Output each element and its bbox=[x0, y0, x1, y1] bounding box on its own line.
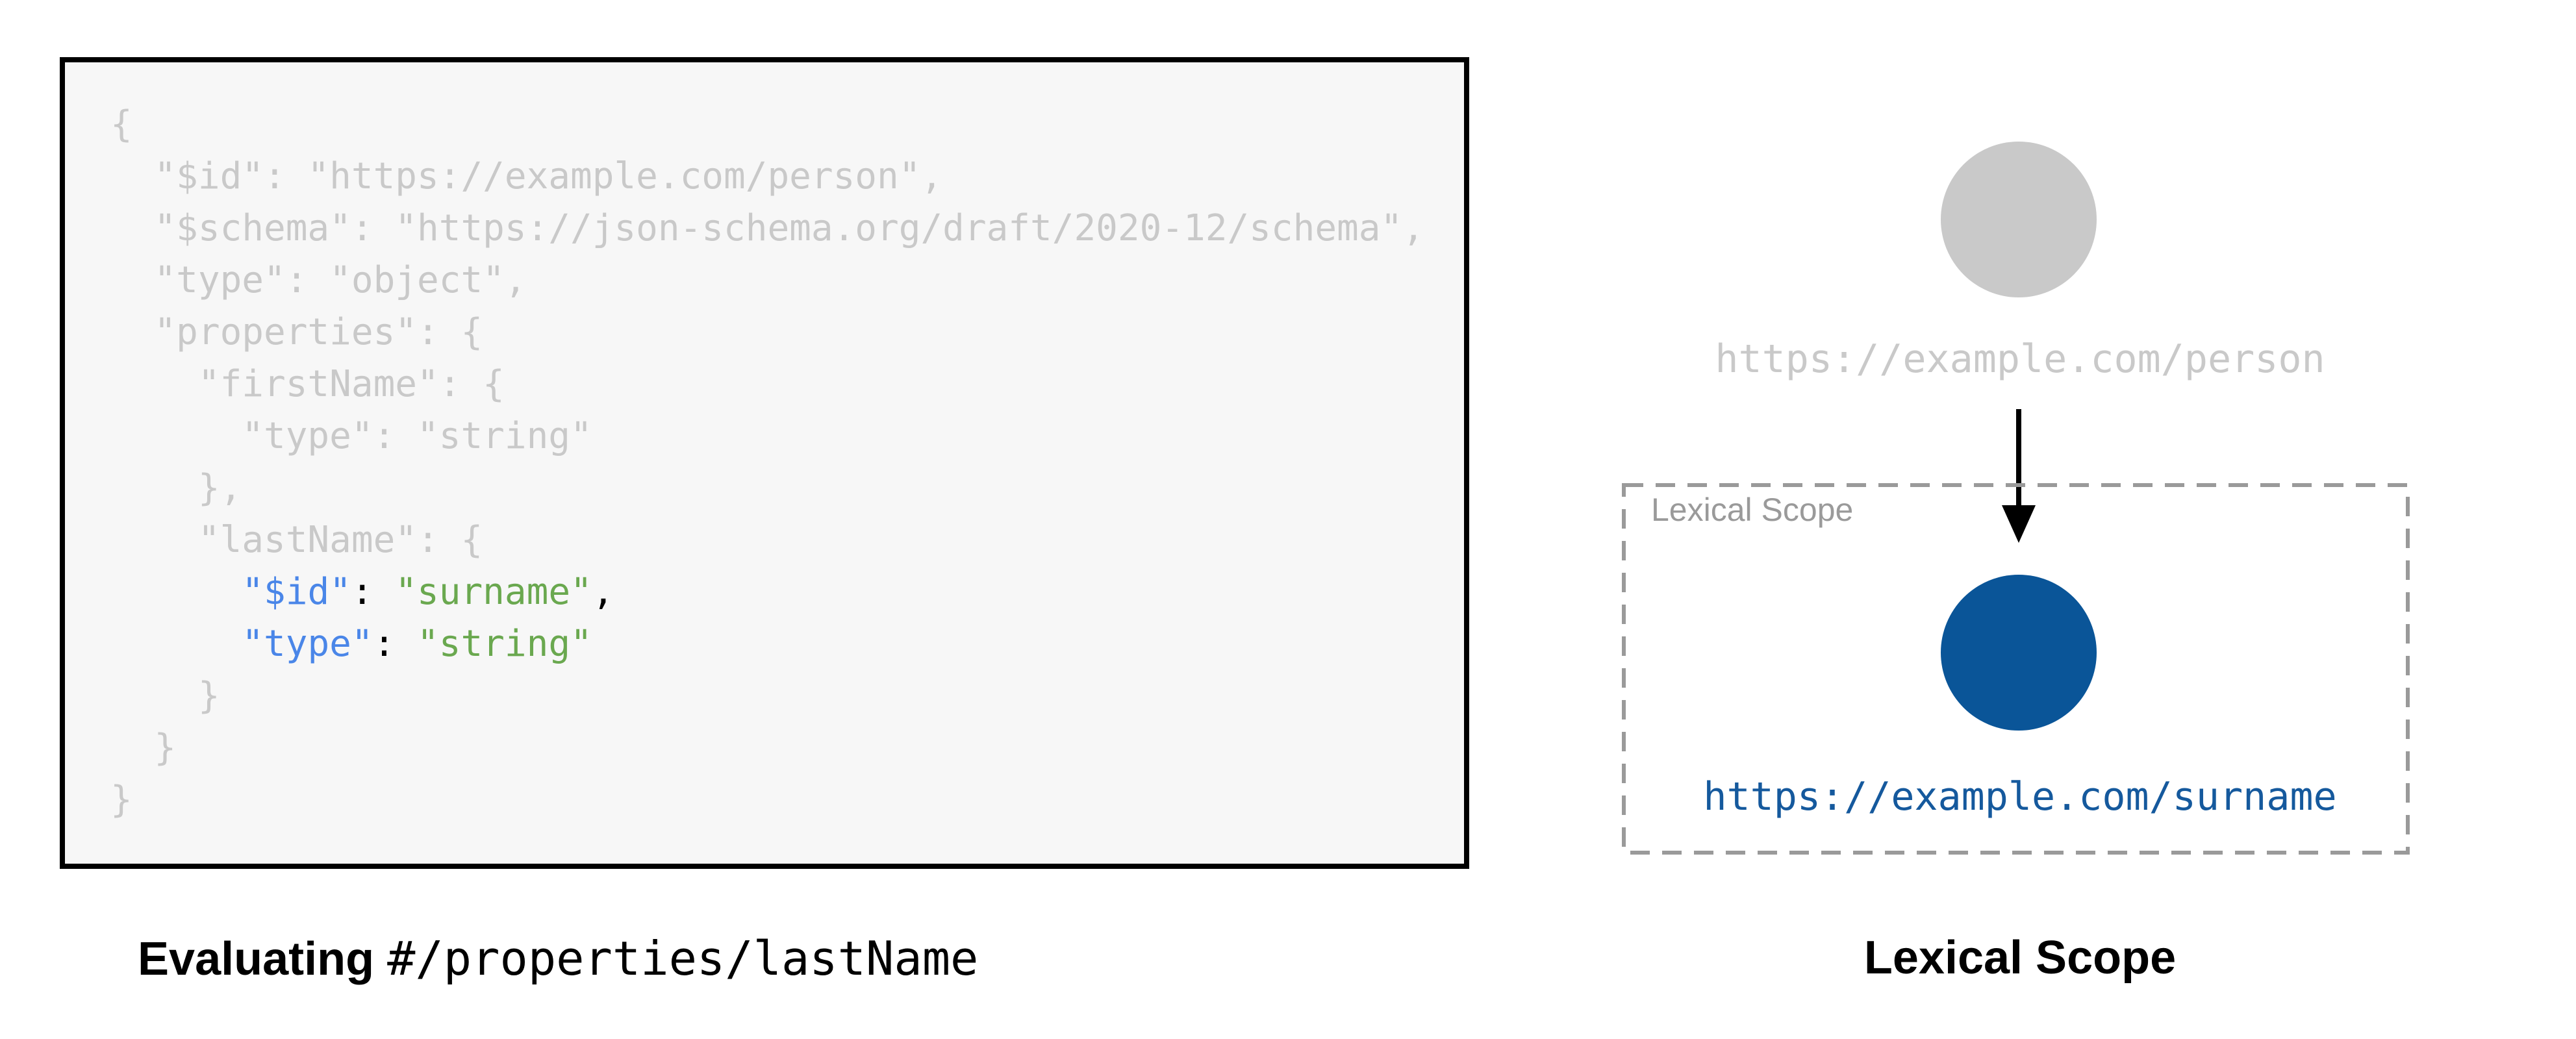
code-token-muted: } bbox=[110, 779, 133, 821]
code-token-muted: "firstName": { bbox=[110, 363, 505, 405]
code-line: } bbox=[110, 722, 1464, 774]
code-token-plain: , bbox=[592, 571, 614, 613]
code-line: "lastName": { bbox=[110, 514, 1464, 566]
child-schema-circle bbox=[1941, 575, 2097, 731]
code-line: "firstName": { bbox=[110, 358, 1464, 410]
code-token-plain: : bbox=[373, 623, 418, 665]
code-token-muted: "type": "object", bbox=[110, 259, 527, 301]
code-token-muted: "lastName": { bbox=[110, 519, 483, 561]
code-token-str: "surname" bbox=[395, 571, 592, 613]
right-caption: Lexical Scope bbox=[1863, 932, 2177, 984]
code-token-key: "type" bbox=[242, 623, 373, 665]
code-token-muted: "type": "string" bbox=[110, 415, 592, 457]
code-token-muted: } bbox=[110, 675, 220, 717]
json-code: { "$id": "https://example.com/person", "… bbox=[65, 62, 1464, 826]
code-token-muted: "$id": "https://example.com/person", bbox=[110, 155, 943, 197]
code-line: "$schema": "https://json-schema.org/draf… bbox=[110, 203, 1464, 255]
code-line: "properties": { bbox=[110, 307, 1464, 358]
caption-evaluating-label: Evaluating bbox=[138, 933, 375, 985]
json-code-box: { "$id": "https://example.com/person", "… bbox=[60, 57, 1469, 869]
left-caption: Evaluating #/properties/lastName bbox=[138, 931, 1437, 1003]
code-token-muted: "properties": { bbox=[110, 311, 483, 353]
lexical-scope-box bbox=[1622, 483, 2410, 855]
code-line: }, bbox=[110, 462, 1464, 514]
code-line: "$id": "surname", bbox=[110, 566, 1464, 618]
code-token-muted: { bbox=[110, 103, 133, 145]
code-line: } bbox=[110, 670, 1464, 722]
code-token-key: "$id" bbox=[242, 571, 351, 613]
code-token-muted bbox=[110, 623, 242, 665]
parent-schema-circle bbox=[1941, 142, 2097, 297]
code-line: "type": "object", bbox=[110, 255, 1464, 307]
caption-json-pointer: #/properties/lastName bbox=[387, 931, 979, 986]
code-token-plain: : bbox=[351, 571, 396, 613]
lexical-scope-box-label: Lexical Scope bbox=[1651, 492, 1854, 528]
code-token-muted: } bbox=[110, 727, 177, 769]
code-token-str: "string" bbox=[417, 623, 592, 665]
code-token-muted bbox=[110, 571, 242, 613]
code-token-muted: }, bbox=[110, 467, 242, 509]
arrow-down-icon bbox=[2002, 409, 2036, 543]
child-schema-uri: https://example.com/surname bbox=[1703, 774, 2337, 820]
parent-schema-uri: https://example.com/person bbox=[1715, 336, 2325, 382]
code-token-muted: "$schema": "https://json-schema.org/draf… bbox=[110, 207, 1424, 249]
code-line: { bbox=[110, 99, 1464, 151]
code-line: } bbox=[110, 774, 1464, 826]
code-line: "type": "string" bbox=[110, 618, 1464, 670]
code-line: "$id": "https://example.com/person", bbox=[110, 151, 1464, 203]
code-line: "type": "string" bbox=[110, 410, 1464, 462]
